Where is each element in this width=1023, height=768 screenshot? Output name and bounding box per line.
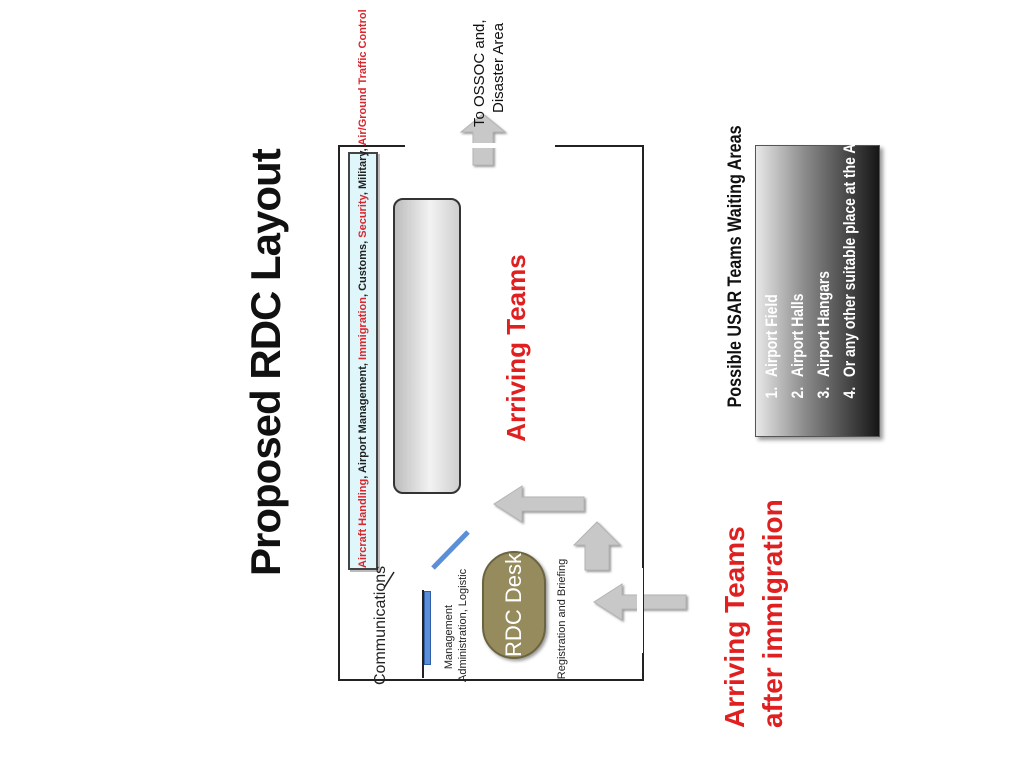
list-item: 3. Airport Hangars bbox=[811, 166, 837, 399]
banner-segment: , Airport Management, bbox=[357, 359, 369, 479]
top-opening bbox=[405, 143, 555, 148]
arrow-to-ossoc bbox=[459, 113, 507, 166]
banner-segment: , Customs, bbox=[357, 237, 369, 298]
arrow-to-waiting bbox=[493, 485, 585, 523]
arriving-teams-label: Arriving Teams bbox=[501, 254, 531, 442]
list-item-label: Airport Halls bbox=[788, 293, 807, 378]
list-item-number: 1. bbox=[762, 386, 781, 399]
to-ossoc-label: To OSSOC and, Disaster Area bbox=[470, 15, 510, 127]
rdc-desk-label: RDC Desk bbox=[501, 553, 526, 657]
to-ossoc-line-2: Disaster Area bbox=[490, 22, 507, 113]
list-item-label: Or any other suitable place at the Airpo… bbox=[840, 107, 859, 378]
banner-segment: , Military, bbox=[357, 145, 369, 196]
list-item-label: Airport Hangars bbox=[814, 270, 833, 378]
waiting-areas-list: 1. Airport Field 2. Airport Halls 3. Airport … bbox=[759, 107, 871, 399]
arriving-after-line-2: after immigration bbox=[757, 499, 788, 728]
banner-segment: Aircraft Handling bbox=[357, 478, 369, 568]
desk-bar-left bbox=[424, 591, 431, 665]
arriving-after-immigration-label: Arriving Teams after immigration bbox=[716, 499, 792, 728]
banner-segment: Immigration bbox=[357, 297, 369, 360]
rdc-desk: RDC Desk bbox=[482, 551, 546, 659]
list-item: 4. Or any other suitable place at the Air… bbox=[837, 107, 863, 399]
communications-label: Communications bbox=[372, 565, 389, 685]
agencies-banner: Aircraft Handling, Airport Management, I… bbox=[348, 9, 378, 570]
list-item-number: 2. bbox=[788, 386, 807, 399]
list-item-number: 3. bbox=[814, 386, 833, 399]
management-line-2: Administration, Logistic bbox=[457, 568, 469, 682]
registration-label: Registration and Briefing bbox=[556, 558, 568, 680]
to-ossoc-line-1: To OSSOC and, bbox=[471, 19, 488, 127]
management-line-1: Management bbox=[443, 604, 455, 670]
management-label: Management Administration, Logistic bbox=[442, 568, 472, 682]
list-item: 2. Airport Halls bbox=[785, 166, 811, 399]
waiting-area-bar bbox=[393, 198, 461, 494]
banner-segment: Air/Ground Traffic Control bbox=[357, 9, 369, 146]
agencies-text: Aircraft Handling, Airport Management, I… bbox=[355, 9, 371, 568]
arriving-after-line-1: Arriving Teams bbox=[719, 526, 750, 728]
list-item-label: Airport Field bbox=[762, 294, 781, 378]
arrow-up-inner bbox=[572, 521, 622, 571]
waiting-areas-title: Possible USAR Teams Waiting Areas bbox=[725, 125, 746, 408]
banner-segment: Security bbox=[357, 195, 369, 238]
list-item: 1. Airport Field bbox=[759, 166, 785, 399]
waiting-areas-box: 1. Airport Field 2. Airport Halls 3. Airport … bbox=[755, 107, 880, 437]
list-item-number: 4. bbox=[840, 386, 859, 399]
right-opening bbox=[637, 568, 643, 653]
communications-divider-v bbox=[422, 590, 424, 678]
